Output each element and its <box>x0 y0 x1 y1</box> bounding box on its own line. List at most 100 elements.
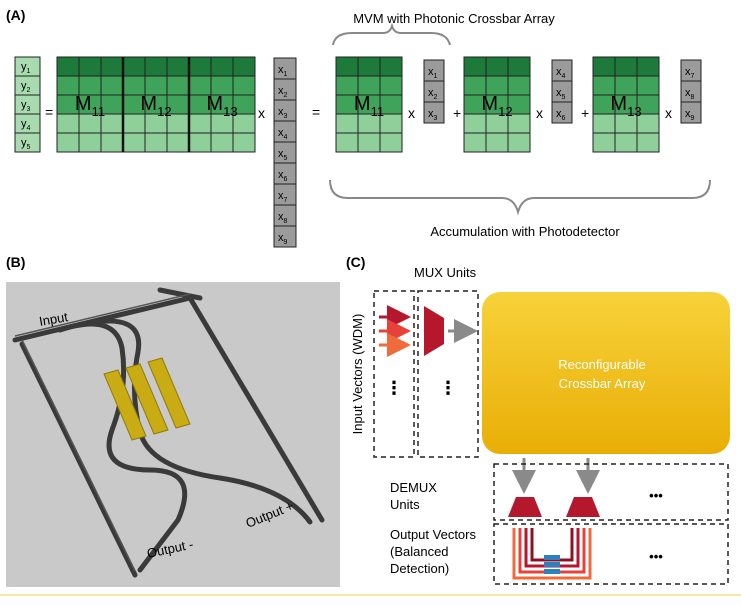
photodetectors <box>544 555 560 574</box>
weight-cell <box>188 113 212 134</box>
sub-x-cell-label: x6 <box>556 108 566 122</box>
horizontal-ellipsis-1: ••• <box>649 488 663 503</box>
sub-x-cell-label: x5 <box>556 87 566 101</box>
crossbar-label-line1: Reconfigurable <box>558 357 645 372</box>
sub-weight-cell <box>379 75 403 96</box>
sub-weight-cell <box>507 75 531 96</box>
weight-cell <box>188 132 212 153</box>
times-sign-1: x <box>258 105 265 121</box>
sub-x-cell <box>680 101 702 124</box>
y-cell-label: y5 <box>21 137 31 151</box>
sub-weight-cell <box>507 132 531 153</box>
sub-weight-cell <box>485 132 509 153</box>
mzi-device-render: Input Output - Output + <box>6 282 340 587</box>
sub-x-cell-label: x9 <box>685 108 695 122</box>
panel-b-label: (B) <box>6 254 25 270</box>
equals-sign-1: = <box>45 104 53 120</box>
sub-weight-cell <box>636 56 660 77</box>
sub-x-cell-label: x3 <box>428 108 438 122</box>
sub-weight-cell <box>335 132 359 153</box>
sub-weight-cell <box>485 56 509 77</box>
sub-weight-cell <box>636 132 660 153</box>
sub-weight-cell <box>463 113 487 134</box>
weight-cell <box>56 113 80 134</box>
crossbar-label-line2: Crossbar Array <box>559 376 646 391</box>
sub-x-cell-label: x8 <box>685 87 695 101</box>
demux-label-line1: DEMUX <box>390 480 437 495</box>
accumulation-brace <box>329 179 711 216</box>
mux-unit-shape <box>424 306 444 356</box>
sub-x-cell-label: x2 <box>428 87 438 101</box>
sub-weight-cell <box>463 56 487 77</box>
x-cell-label: x2 <box>278 85 288 99</box>
sub-x-cell-label: x1 <box>428 66 438 80</box>
sub-weight-cell <box>592 132 616 153</box>
weight-cell <box>232 56 256 77</box>
vertical-ellipsis-2: ⋮ <box>439 378 457 398</box>
vertical-ellipsis-1: ⋮ <box>385 378 403 398</box>
plus-sign: + <box>581 105 589 121</box>
weight-cell <box>122 132 146 153</box>
output-box <box>493 523 729 585</box>
output-label-line1: Output Vectors <box>390 527 476 542</box>
weight-cell <box>144 132 168 153</box>
bottom-border <box>0 594 741 596</box>
sub-weight-cell <box>463 132 487 153</box>
output-label-line3: Detection) <box>390 561 449 576</box>
weight-cell <box>100 75 124 96</box>
panel-c-label: (C) <box>346 254 365 270</box>
x-cell-label: x9 <box>278 232 288 246</box>
sub-weight-cell <box>592 56 616 77</box>
matrix-label: M13 <box>206 93 237 119</box>
y-cell-label: y3 <box>21 99 31 113</box>
mux-units-label: MUX Units <box>414 265 477 280</box>
input-vectors-label: Input Vectors (WDM) <box>350 314 365 435</box>
panel-a-label: (A) <box>6 7 25 23</box>
sub-weight-cell <box>636 75 660 96</box>
equals-sign-2: = <box>312 104 320 120</box>
weight-cell <box>122 113 146 134</box>
input-label: Input <box>38 309 69 329</box>
demux-box <box>493 463 729 521</box>
sub-matrix-label: M11 <box>354 93 384 119</box>
sub-weight-cell <box>614 56 638 77</box>
y-cell <box>14 132 41 153</box>
x-cell-label: x8 <box>278 211 288 225</box>
sub-weight-cell <box>507 56 531 77</box>
weight-cell <box>56 56 80 77</box>
sub-x-cell <box>551 101 573 124</box>
y-cell-label: y1 <box>21 61 31 75</box>
weight-cell <box>232 132 256 153</box>
sub-weight-cell <box>379 132 403 153</box>
weight-cell <box>100 132 124 153</box>
matrix-label: M11 <box>75 93 105 119</box>
mvm-caption: MVM with Photonic Crossbar Array <box>353 11 555 26</box>
weight-cell <box>122 56 146 77</box>
y-cell-label: y4 <box>21 118 31 132</box>
weight-cell <box>56 132 80 153</box>
sub-weight-cell <box>335 113 359 134</box>
weight-cell <box>78 56 102 77</box>
weight-cell <box>210 56 234 77</box>
times-sign: x <box>665 105 672 121</box>
x-cell-label: x5 <box>278 148 288 162</box>
demux-unit-2 <box>566 497 600 517</box>
x-cell-label: x3 <box>278 106 288 120</box>
sub-x-cell-label: x7 <box>685 66 695 80</box>
times-sign: x <box>408 105 415 121</box>
sub-x-cell-label: x4 <box>556 66 566 80</box>
sub-matrix-label: M12 <box>481 93 512 119</box>
weight-cell <box>188 56 212 77</box>
weight-cell <box>100 56 124 77</box>
weight-cell <box>210 132 234 153</box>
weight-cell <box>166 56 190 77</box>
weight-cell <box>166 75 190 96</box>
accumulation-caption: Accumulation with Photodetector <box>430 224 620 239</box>
demux-label-line2: Units <box>390 497 420 512</box>
